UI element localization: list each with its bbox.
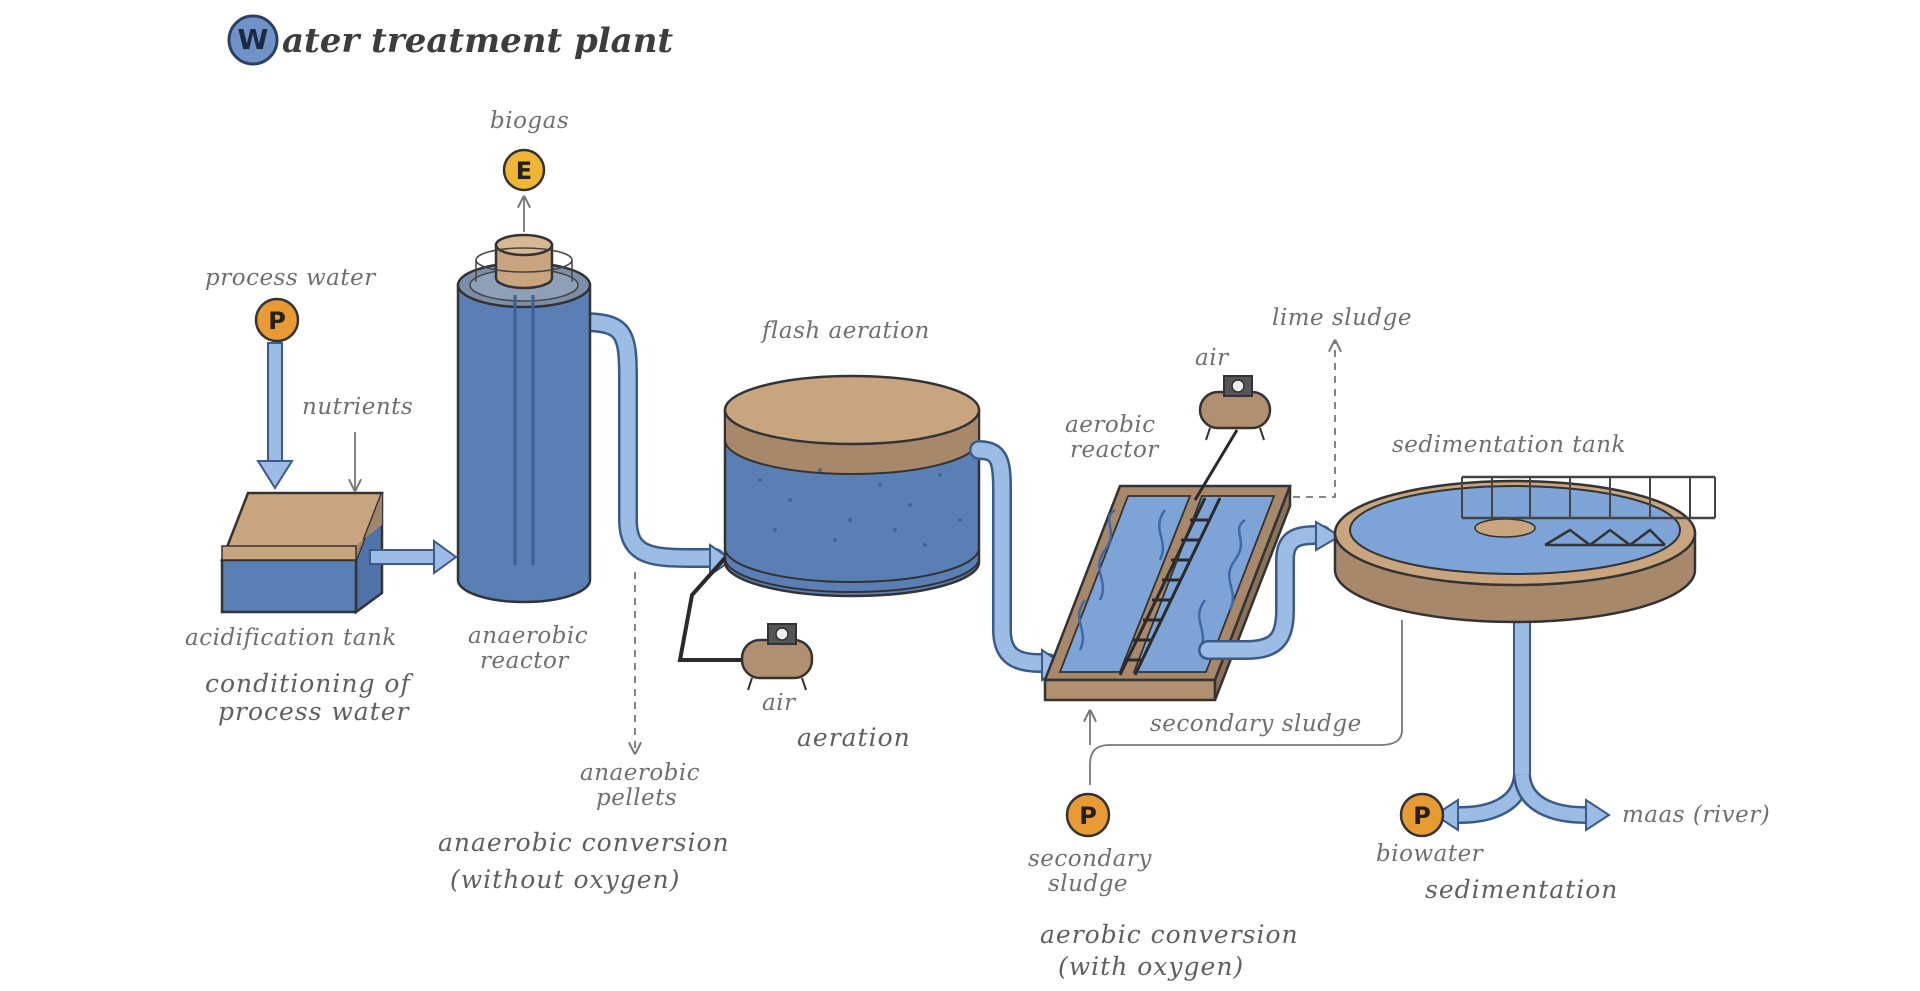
title-text: ater treatment plant: [282, 21, 673, 61]
air-line-aeration: [677, 556, 745, 662]
label-air-aeration: air: [762, 690, 797, 716]
energy-letter-biogas: E: [516, 157, 532, 185]
pump-letter-biowater: P: [1413, 802, 1431, 830]
label-maas-river: maas (river): [1622, 802, 1770, 828]
label-sedimentation-tank: sedimentation tank: [1392, 432, 1626, 458]
label-nutrients: nutrients: [302, 394, 413, 420]
pump-letter-secondary-sludge: P: [1079, 802, 1097, 830]
stage-aeration: aeration: [797, 723, 911, 752]
label-air-aerobic: air: [1195, 345, 1230, 371]
label-acidification-tank: acidification tank: [185, 625, 397, 651]
label-anaerobic-pellets-1: anaerobic: [580, 760, 700, 786]
stage-aerobic-conversion-1: aerobic conversion: [1040, 920, 1299, 949]
lime-sludge-arrow: [1293, 342, 1335, 498]
stage-sedimentation: sedimentation: [1425, 875, 1618, 904]
stage-conditioning-2: process water: [218, 697, 411, 726]
label-secondary-sludge-line: secondary sludge: [1150, 711, 1362, 737]
energy-icon-biogas: [502, 148, 546, 192]
label-lime-sludge: lime sludge: [1272, 305, 1412, 331]
stage-aerobic-conversion-2: (with oxygen): [1058, 952, 1244, 981]
flash-aeration-tank: [723, 374, 981, 598]
process-water-arrow: [256, 460, 294, 490]
label-process-water: process water: [205, 265, 377, 291]
pump-icon-secondary-sludge: [1065, 792, 1111, 838]
pump-icon-process-water: [254, 297, 300, 343]
label-flash-aeration: flash aeration: [760, 318, 930, 344]
title-badge: [227, 14, 279, 66]
title: W ater treatment plant: [227, 14, 673, 66]
stage-anaerobic-conversion-2: (without oxygen): [450, 865, 680, 894]
title-badge-letter: W: [238, 23, 269, 56]
pump-letter-process-water: P: [268, 307, 286, 335]
pipe-arrow-to-sedimentation: [1315, 520, 1342, 552]
pipe-arrow-to-reactor: [433, 539, 458, 575]
label-secondary-sludge-out-2: sludge: [1048, 871, 1128, 897]
label-aerobic-reactor-2: reactor: [1070, 437, 1160, 463]
label-anaerobic-pellets-2: pellets: [596, 785, 677, 811]
label-anaerobic-reactor-1: anaerobic: [468, 623, 588, 649]
stage-anaerobic-conversion-1: anaerobic conversion: [438, 828, 730, 857]
label-biogas: biogas: [490, 108, 569, 134]
label-anaerobic-reactor-2: reactor: [480, 648, 570, 674]
label-biowater: biowater: [1376, 841, 1485, 867]
air-compressor-aeration: [740, 623, 814, 691]
label-aerobic-reactor-1: aerobic: [1065, 412, 1156, 438]
label-secondary-sludge-out-1: secondary: [1028, 846, 1152, 872]
sedimentation-tank: [1333, 475, 1716, 832]
air-compressor-aerobic: [1198, 375, 1272, 441]
anaerobic-reactor: [456, 233, 734, 604]
pump-icon-biowater: [1399, 792, 1445, 838]
secondary-sludge-line: [1089, 620, 1403, 785]
stage-conditioning-1: conditioning of: [205, 669, 413, 698]
acidification-tank: [220, 491, 384, 615]
